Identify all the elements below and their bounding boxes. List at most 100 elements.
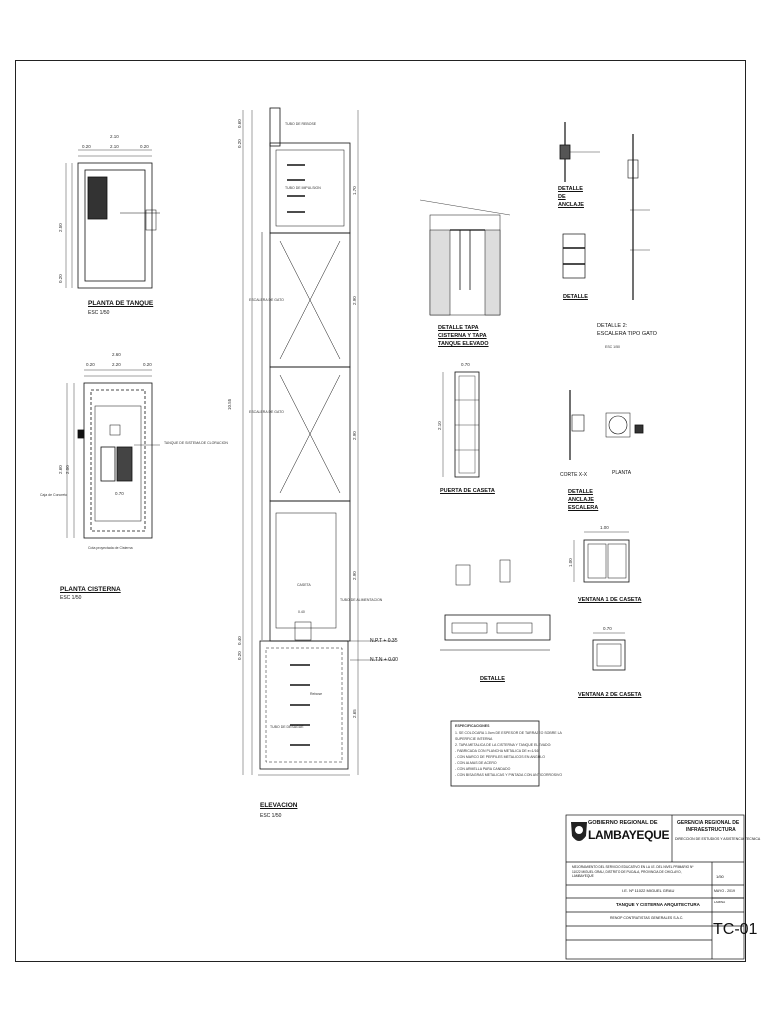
detalle-tapa-title: DETALLE TAPA CISTERNA Y TAPA TANQUE ELEV…	[438, 325, 489, 347]
detalle-bottom-title: DETALLE	[480, 676, 505, 682]
planta-cisterna-dim: 2.60	[112, 352, 121, 357]
specs-line: SUPERFICIE INTERNA	[455, 737, 493, 741]
project-name: MEJORAMIENTO DEL SERVICIO EDUCATIVO EN L…	[572, 865, 694, 878]
puerta-caseta-drawing	[442, 371, 480, 478]
elevacion-dim: 0.40	[237, 636, 242, 645]
ventana2-title: VENTANA 2 DE CASETA	[578, 692, 642, 698]
planta-tanque-scale: ESC 1/50	[88, 310, 110, 316]
planta-tanque-drawing	[65, 149, 160, 289]
ventana2-dim: 0.70	[603, 626, 612, 631]
escalera-gato-title: DETALLE 2: ESCALERA TIPO GATO	[597, 323, 657, 337]
planta-cisterna-dim: 0.20	[86, 362, 95, 367]
elevacion-dim: 2.65	[352, 709, 357, 718]
level-ntn: N.T.N + 0.00	[370, 657, 398, 663]
puerta-caseta-dim: 0.70	[461, 362, 470, 367]
dept-line3: DIRECCION DE ESTUDIOS Y ASISTENCIA TECNI…	[675, 837, 761, 841]
planta-cisterna-scale: ESC 1/50	[60, 595, 82, 601]
planta-cisterna-dim: 0.70	[115, 491, 124, 496]
puerta-caseta-dim: 2.10	[437, 421, 442, 430]
elevacion-note: Rebose	[310, 692, 323, 696]
title-block-lines	[565, 814, 745, 960]
ventana1-drawing	[573, 531, 630, 583]
corte-planta-drawing	[569, 390, 644, 460]
title-block: GOBIERNO REGIONAL DE LAMBAYEQUE GERENCIA…	[566, 815, 760, 959]
planta-cisterna-dim: 2.20	[112, 362, 121, 367]
planta-cisterna-note: Cota proyectada de Cisterna	[88, 546, 133, 550]
elevacion-note: TUBO DE DESAGUE	[270, 725, 304, 729]
elevacion-note: 0.40	[298, 610, 305, 614]
corte-xx-title: CORTE X-X	[560, 472, 588, 478]
scale-value: 1/50	[716, 874, 724, 879]
regional-seal-icon	[571, 822, 587, 841]
detalle-bottom-drawing	[440, 559, 551, 651]
planta-cisterna-drawing	[66, 369, 160, 539]
elevacion-dim: 2.90	[352, 571, 357, 580]
specs-line: - CON ALMAS DE ACERO	[455, 761, 497, 765]
detalle-anclaje-title: DETALLE DE ANCLAJE	[558, 186, 584, 208]
ventana1-title: VENTANA 1 DE CASETA	[578, 597, 642, 603]
specs-heading: ESPECIFICACIONES	[455, 724, 490, 728]
escalera-gato-drawing	[627, 134, 650, 300]
specs-line: - CON BISAGRAS METALICAS Y PINTADA CON A…	[455, 773, 563, 777]
planta-tanque-dim: 2.10	[110, 134, 119, 139]
specs-line: - FABRICADA CON PLANCHA METALICA DE e=1/…	[455, 749, 540, 753]
org-name-line1: GOBIERNO REGIONAL DE	[588, 820, 658, 826]
elevacion-dim: 0.20	[237, 139, 242, 148]
planta-cisterna-dim: 2.60	[58, 465, 63, 474]
contractor-name: RENOP CONTRATISTAS GENERALES S.A.C.	[610, 916, 684, 920]
level-npt: N.P.T + 0.35	[370, 638, 398, 644]
planta-cisterna-note: TANQUE DE SISTEMA DE CLORACION	[164, 441, 228, 445]
sheet-number: TC-01	[713, 921, 758, 938]
specs-line: - CON MARCO DE PERFILES METALICOS EN ANG…	[455, 755, 545, 759]
ventana1-dim: 1.00	[568, 558, 573, 567]
dept-line1: GERENCIA REGIONAL DE	[677, 820, 740, 826]
elevacion-dim: 0.60	[237, 119, 242, 128]
elevacion-note: TUBO DE ALIMENTACION	[340, 598, 383, 602]
elevacion-total-dim: 10.55	[227, 398, 232, 410]
elevacion-drawing	[242, 107, 395, 776]
elevacion-note: ESCALERA DE GATO	[249, 410, 284, 414]
elevacion-note: TUBO DE REBOSE	[285, 122, 317, 126]
detalle-small-title: DETALLE	[563, 294, 588, 300]
ventana2-drawing	[592, 632, 626, 671]
elevacion-dim: 2.90	[352, 431, 357, 440]
planta-tanque-dim: 2.10	[110, 144, 119, 149]
planta-tanque-dim: 2.50	[58, 223, 63, 232]
school-name: I.E. Nº 11022 MIGUEL GRAU	[622, 888, 675, 893]
specs-line: 1. SE COLOCARA 1.0cm DE ESPESOR DE TARRA…	[455, 731, 562, 735]
org-name-line2: LAMBAYEQUE	[588, 828, 670, 842]
sheet-title: TANQUE Y CISTERNA ARQUITECTURA	[616, 902, 700, 907]
planta-tanque-dim: 0.20	[58, 274, 63, 283]
planta-cisterna-note: Caja de Concreto	[40, 493, 68, 497]
elevacion-note: TUBO DE IMPULSION	[285, 186, 321, 190]
planta-cisterna-dim: 0.20	[143, 362, 152, 367]
dept-line2: INFRAESTRUCTURA	[686, 827, 736, 833]
detalle-anclaje-escalera-title: DETALLE ANCLAJE ESCALERA	[568, 489, 599, 511]
lamina-label: LAMINA	[714, 900, 726, 904]
elevacion-dim: 2.90	[352, 296, 357, 305]
specs-box-outline	[450, 720, 540, 787]
planta-cisterna-title: PLANTA CISTERNA	[60, 586, 121, 593]
planta-title: PLANTA	[612, 470, 632, 476]
detalle-small-drawing	[562, 233, 586, 279]
ventana1-dim: 1.00	[600, 525, 609, 530]
planta-tanque-dim: 0.20	[140, 144, 149, 149]
elevacion-dim: 0.20	[237, 651, 242, 660]
escalera-gato-scale: ESC 1/50	[605, 345, 620, 349]
elevacion-note: CASETA	[297, 583, 311, 587]
puerta-caseta-title: PUERTA DE CASETA	[440, 488, 495, 494]
date-value: MAYO - 2019	[714, 889, 735, 893]
detalle-anclaje-drawing	[559, 122, 600, 182]
elevacion-dim: 1.70	[352, 186, 357, 195]
elevacion-title: ELEVACION	[260, 802, 298, 809]
planta-tanque-title: PLANTA DE TANQUE	[88, 300, 154, 307]
specs-line: 2. TAPA METALICA DE LA CISTERNA Y TANQUE…	[455, 743, 552, 747]
elevacion-note: ESCALERA DE GATO	[249, 298, 284, 302]
drawing-sheet-border	[15, 60, 746, 962]
specs-line: - CON ARMELLA PARA CANDADO	[455, 767, 511, 771]
detalle-tapa-drawing	[419, 199, 511, 316]
elevacion-scale: ESC 1/50	[260, 813, 282, 819]
planta-tanque-dim: 0.20	[82, 144, 91, 149]
planta-cisterna-dim: 2.00	[65, 465, 70, 474]
